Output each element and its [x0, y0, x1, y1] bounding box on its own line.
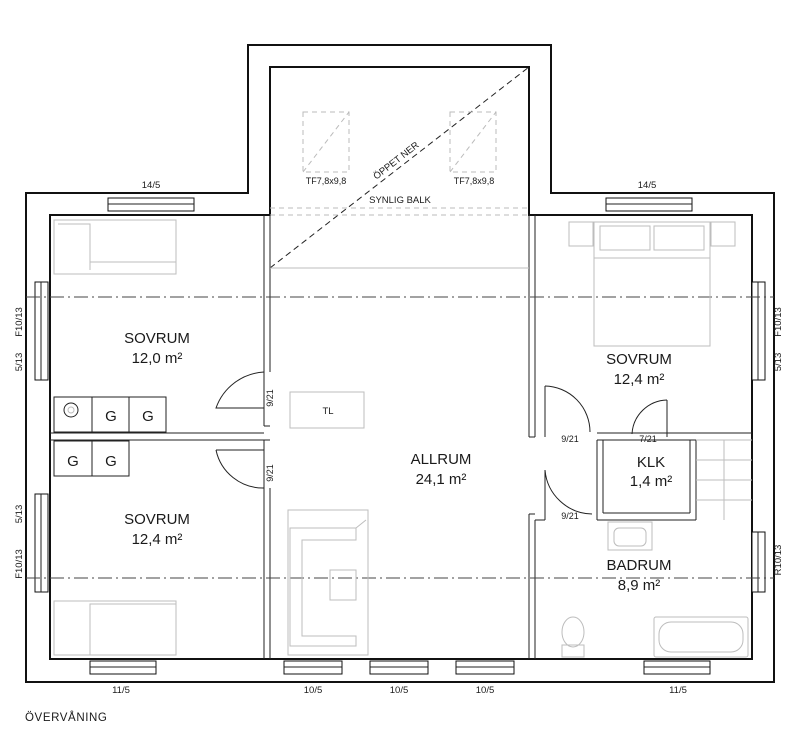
- window-label-top-right: 14/5: [638, 180, 657, 191]
- bed-right: [593, 221, 711, 347]
- windows: [34, 197, 766, 675]
- window-label-bottom-3: 10/5: [390, 685, 409, 696]
- bed-upper-left: [53, 219, 177, 275]
- window-label-bottom-1: 11/5: [112, 685, 130, 696]
- doors: [215, 371, 668, 520]
- window-label-left-lower-size: 5/13: [14, 505, 25, 524]
- window-label-bottom-4: 10/5: [476, 685, 495, 696]
- bed-lower-left: [53, 600, 177, 656]
- window-label-top-left: 14/5: [142, 180, 161, 191]
- skylight-right: [449, 111, 497, 173]
- door-label-5: 9/21: [561, 511, 579, 521]
- room-name-allrum: ALLRUM: [411, 451, 472, 468]
- floor-caption: ÖVERVÅNING: [25, 712, 108, 724]
- room-name-sovrum-lower-left: SOVRUM: [124, 511, 190, 528]
- room-name-klk: KLK: [637, 454, 665, 471]
- door-label-4: 7/21: [639, 434, 657, 444]
- window-label-bottom-2: 10/5: [304, 685, 323, 696]
- synlig-balk-label: SYNLIG BALK: [369, 195, 431, 206]
- door-label-1: 9/21: [265, 389, 275, 407]
- toilet: [561, 616, 585, 648]
- tl-label: TL: [322, 406, 333, 417]
- room-area-sovrum-right: 12,4 m²: [614, 371, 665, 388]
- window-label-right-upper-type: F10/13: [773, 307, 784, 337]
- axis-lines: [26, 296, 774, 579]
- skylight-left: [302, 111, 350, 173]
- wardrobe-g-2: G: [142, 408, 154, 425]
- furniture: [53, 219, 752, 658]
- window-label-left-lower-type: F10/13: [14, 549, 25, 579]
- window-label-right-lower-type: R10/13: [773, 545, 784, 576]
- room-name-badrum: BADRUM: [606, 557, 671, 574]
- door-label-2: 9/21: [265, 464, 275, 482]
- skylight-left-label: TF7,8x9,8: [306, 176, 347, 186]
- skylight-right-label: TF7,8x9,8: [454, 176, 495, 186]
- window-label-left-upper-type: F10/13: [14, 307, 25, 337]
- room-name-sovrum-upper-left: SOVRUM: [124, 330, 190, 347]
- interior-walls: [50, 215, 752, 659]
- wardrobe-g-3: G: [67, 453, 79, 470]
- wardrobe-g-4: G: [105, 453, 117, 470]
- window-label-left-upper-size: 5/13: [14, 353, 25, 372]
- window-label-bottom-5: 11/5: [669, 685, 687, 696]
- tl-box: [289, 391, 365, 429]
- room-area-sovrum-upper-left: 12,0 m²: [132, 350, 183, 367]
- door-label-3: 9/21: [561, 434, 579, 444]
- room-area-sovrum-lower-left: 12,4 m²: [132, 531, 183, 548]
- wardrobe-g-1: G: [105, 408, 117, 425]
- bathtub: [653, 616, 749, 658]
- window-label-right-upper-size: 5/13: [773, 353, 784, 372]
- room-name-sovrum-right: SOVRUM: [606, 351, 672, 368]
- oppet-ner-label: ÖPPET NER: [372, 140, 422, 182]
- room-area-allrum: 24,1 m²: [416, 471, 467, 488]
- sink: [607, 521, 653, 551]
- sofa: [289, 527, 357, 647]
- stairwell-opening: [269, 66, 530, 269]
- room-area-badrum: 8,9 m²: [618, 577, 661, 594]
- room-area-klk: 1,4 m²: [630, 473, 673, 490]
